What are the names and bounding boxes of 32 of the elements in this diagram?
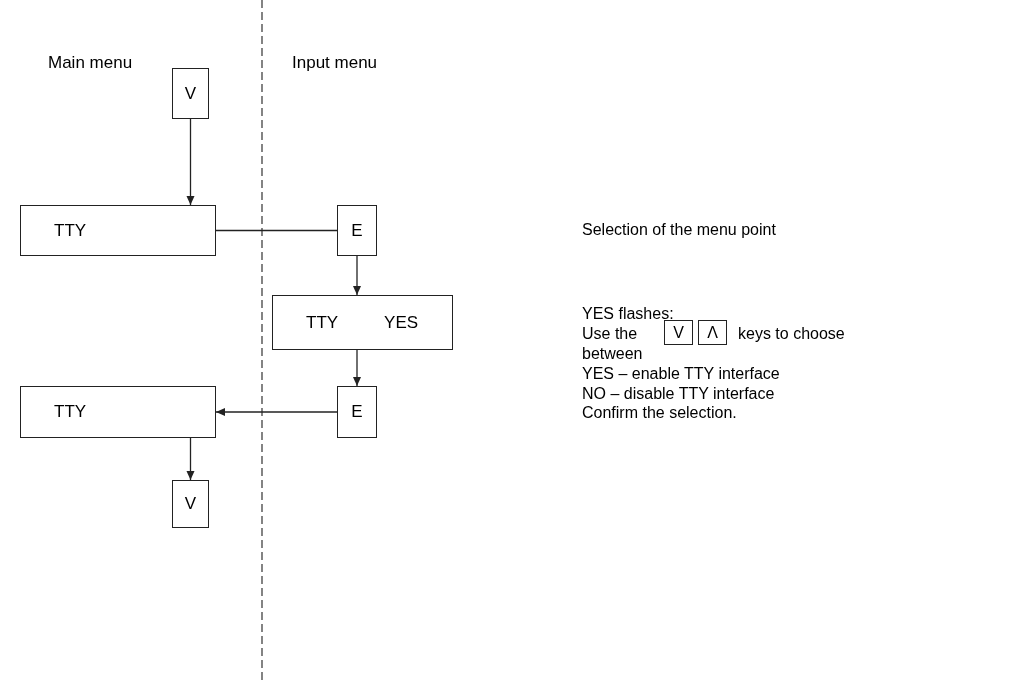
- arrow: [353, 349, 361, 387]
- instruction-text: keys to choose: [738, 324, 845, 344]
- display-text: TTY: [54, 401, 87, 424]
- display-text: E: [351, 219, 363, 242]
- display-text: TTY: [306, 311, 339, 334]
- instruction-text: YES – enable TTY interface: [582, 364, 780, 384]
- display-box: [272, 295, 453, 350]
- display-box: [20, 205, 216, 256]
- key-symbol: V: [664, 320, 693, 345]
- display-text: YES: [384, 311, 419, 334]
- arrow: [186, 437, 195, 481]
- arrow: [353, 255, 361, 296]
- instruction-text: Confirm the selection.: [582, 403, 737, 423]
- display-text: TTY: [54, 219, 87, 242]
- column-heading: Main menu: [48, 52, 133, 74]
- key-box: [337, 386, 377, 438]
- instruction-text: between: [582, 344, 643, 364]
- connector-line: [215, 229, 338, 232]
- instruction-text: NO – disable TTY interface: [582, 384, 775, 404]
- display-text: V: [184, 493, 197, 516]
- column-heading: Input menu: [292, 52, 378, 74]
- key-symbol: Λ: [698, 320, 727, 345]
- display-text: V: [184, 82, 197, 105]
- display-text: E: [351, 401, 363, 424]
- arrow: [215, 408, 338, 416]
- key-box: [337, 205, 377, 256]
- key-box: [172, 68, 209, 119]
- display-box: [20, 386, 216, 438]
- instruction-text: Use the: [582, 324, 638, 344]
- key-box: [172, 480, 209, 528]
- arrow: [186, 118, 195, 206]
- instruction-text: Selection of the menu point: [582, 220, 776, 240]
